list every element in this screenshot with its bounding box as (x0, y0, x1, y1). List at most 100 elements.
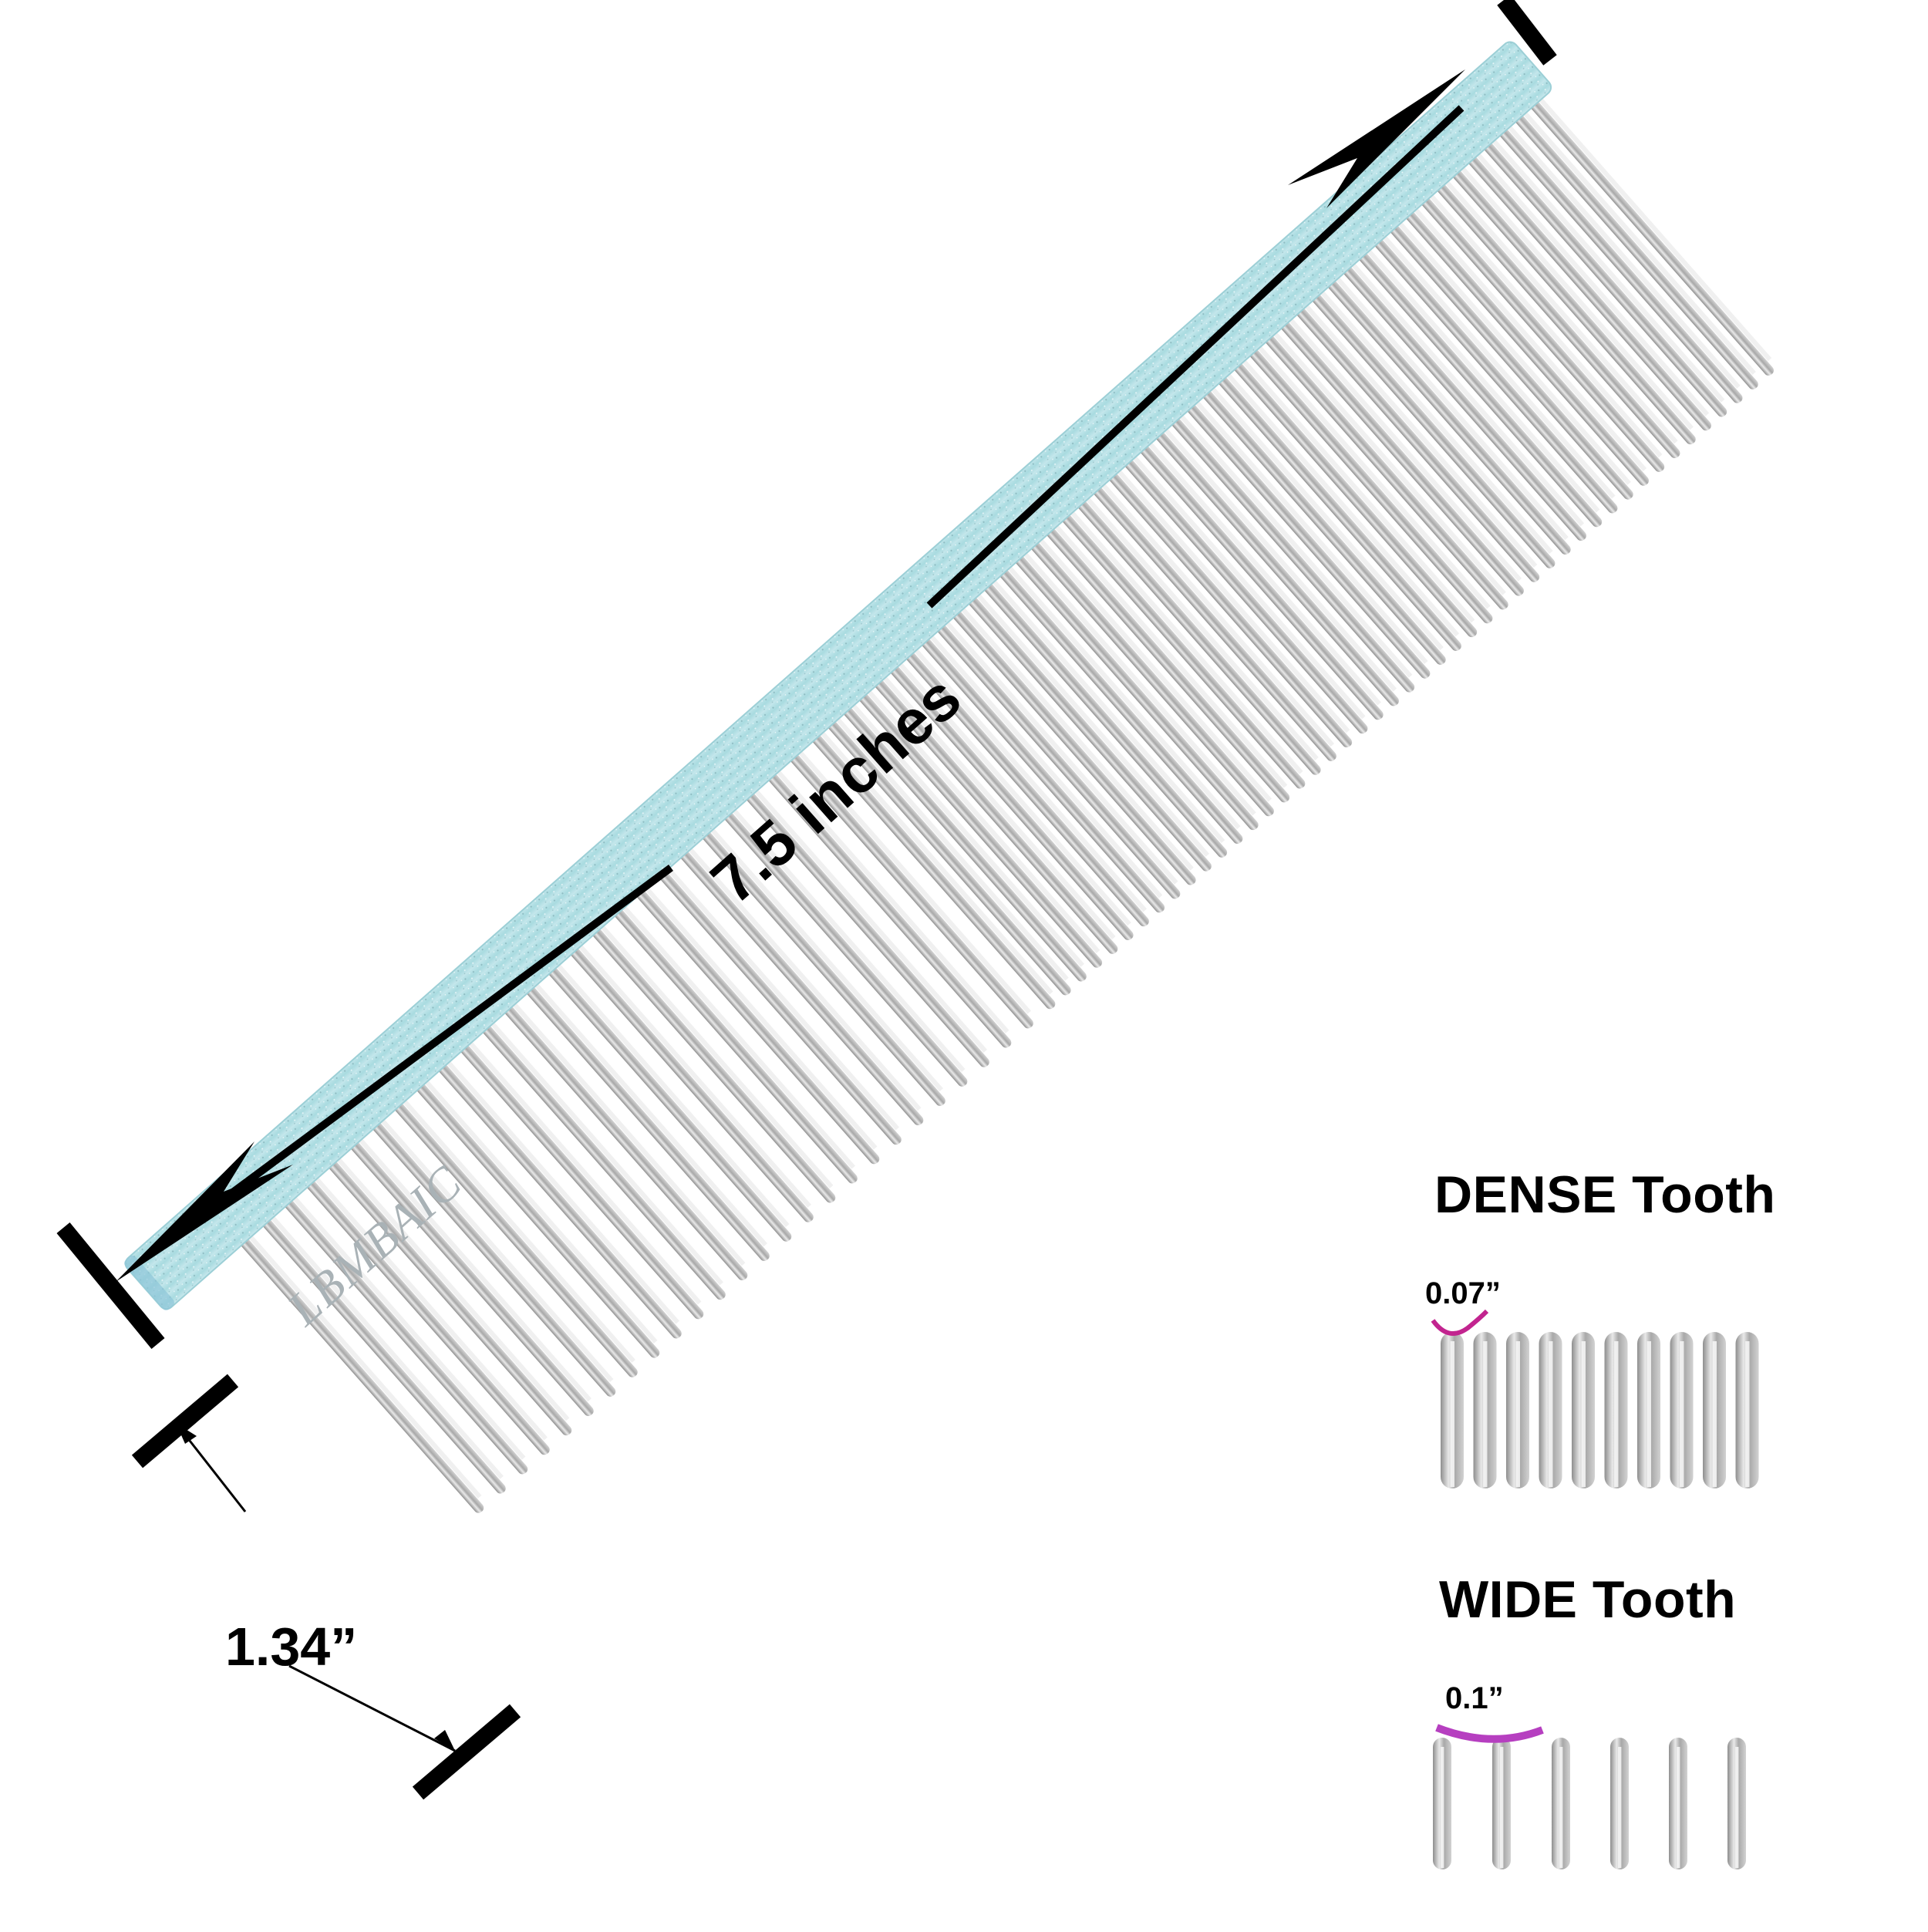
comb-tooth (460, 1041, 704, 1320)
comb-tooth (1530, 97, 1774, 376)
comb-tooth (1108, 469, 1353, 747)
comb-tooth (1124, 455, 1368, 734)
comb-tooth (679, 847, 924, 1126)
comb-tooth (858, 690, 1103, 968)
comb-tooth (1374, 235, 1618, 514)
comb-teeth (240, 97, 1774, 1513)
dense-spacing-label: 0.07” (1425, 1276, 1501, 1310)
inset-tooth (1433, 1738, 1451, 1870)
comb-tooth (306, 1176, 550, 1455)
comb-tooth (999, 565, 1243, 844)
length-tick-right (1497, 0, 1557, 66)
comb-tooth (1171, 414, 1415, 693)
wide-tooth-inset (1433, 1738, 1746, 1870)
comb-tooth (284, 1196, 528, 1475)
length-dimension (56, 0, 1557, 1349)
comb-tooth (874, 676, 1118, 954)
comb-tooth (1202, 386, 1446, 665)
comb-tooth (328, 1157, 572, 1436)
comb-tooth (889, 662, 1134, 940)
comb-tooth (1296, 304, 1540, 582)
comb-tooth (1280, 318, 1524, 596)
comb-tooth (262, 1216, 506, 1494)
comb-tooth (1046, 524, 1290, 803)
comb-tooth (1421, 194, 1665, 472)
comb-tooth (1030, 538, 1274, 817)
inset-tooth (1610, 1738, 1629, 1870)
tooth-length-label: 1.34” (225, 1617, 358, 1677)
comb-tooth (1061, 511, 1306, 789)
comb-tooth (394, 1099, 638, 1377)
wide-tooth-title: WIDE Tooth (1439, 1570, 1737, 1629)
comb-tooth (1390, 221, 1633, 500)
comb-tooth (1233, 359, 1478, 638)
comb-tooth (658, 866, 902, 1145)
comb-tooth (843, 703, 1087, 982)
comb-tooth (936, 621, 1181, 899)
comb-tooth (921, 634, 1165, 913)
arrow-left-icon (116, 1141, 293, 1282)
comb-tooth (1405, 207, 1649, 486)
comb-tooth (790, 750, 1033, 1029)
comb-tooth (968, 593, 1212, 872)
comb-tooth (1311, 290, 1556, 568)
comb-tooth (1093, 483, 1336, 761)
comb-tooth (1358, 248, 1603, 528)
comb-tooth (1515, 111, 1758, 389)
comb (124, 41, 1774, 1513)
comb-tooth (482, 1021, 726, 1300)
inset-tooth (1552, 1738, 1570, 1870)
inset-tooth (1492, 1738, 1511, 1870)
dense-tooth-title: DENSE Tooth (1434, 1165, 1776, 1224)
comb-tooth (1498, 125, 1743, 403)
tooth-length-dimension (131, 1374, 521, 1800)
comb-tooth (438, 1060, 682, 1339)
comb-tooth (983, 579, 1228, 858)
comb-tooth (1343, 262, 1586, 541)
comb-tooth (723, 808, 968, 1087)
comb-tooth (416, 1080, 660, 1358)
tooth-tick-top (131, 1374, 239, 1468)
comb-tooth (811, 730, 1056, 1010)
comb-tooth (504, 1002, 748, 1281)
arrow-right-icon (1288, 69, 1465, 208)
comb-tooth (905, 648, 1149, 927)
dense-tooth-inset (1441, 1332, 1759, 1489)
length-tick-left (56, 1222, 165, 1349)
comb-tooth (1186, 400, 1431, 679)
inset-tooth (1441, 1332, 1464, 1489)
comb-tooth (1436, 180, 1680, 459)
wide-spacing-label: 0.1” (1445, 1681, 1504, 1715)
comb-tooth (1077, 497, 1321, 775)
comb-tooth (592, 925, 836, 1203)
inset-tooth (1637, 1332, 1660, 1489)
inset-tooth (1670, 1332, 1694, 1489)
comb-tooth (1265, 332, 1508, 610)
dense-spacing-marker (1431, 1309, 1489, 1337)
inset-tooth (1506, 1332, 1529, 1489)
comb-tooth (570, 944, 814, 1222)
inset-tooth (1735, 1332, 1759, 1489)
comb-tooth (240, 1235, 484, 1513)
inset-tooth (1473, 1332, 1497, 1489)
comb-tooth (1249, 345, 1493, 624)
inset-tooth (1604, 1332, 1628, 1489)
comb-tooth (767, 770, 1012, 1048)
comb-tooth (1483, 139, 1727, 417)
inset-tooth (1572, 1332, 1595, 1489)
comb-tooth (1014, 551, 1259, 831)
comb-tooth (702, 828, 945, 1106)
comb-tooth (1140, 441, 1384, 720)
comb-tooth (746, 789, 989, 1067)
comb-tooth (548, 963, 792, 1242)
comb-tooth (526, 983, 770, 1261)
comb-tooth (827, 717, 1071, 996)
comb-tooth (1452, 166, 1696, 445)
comb-tooth (1155, 428, 1399, 706)
comb-tooth (1218, 373, 1461, 651)
comb-tooth (614, 905, 858, 1184)
comb-tooth (635, 885, 880, 1165)
inset-tooth (1539, 1332, 1562, 1489)
